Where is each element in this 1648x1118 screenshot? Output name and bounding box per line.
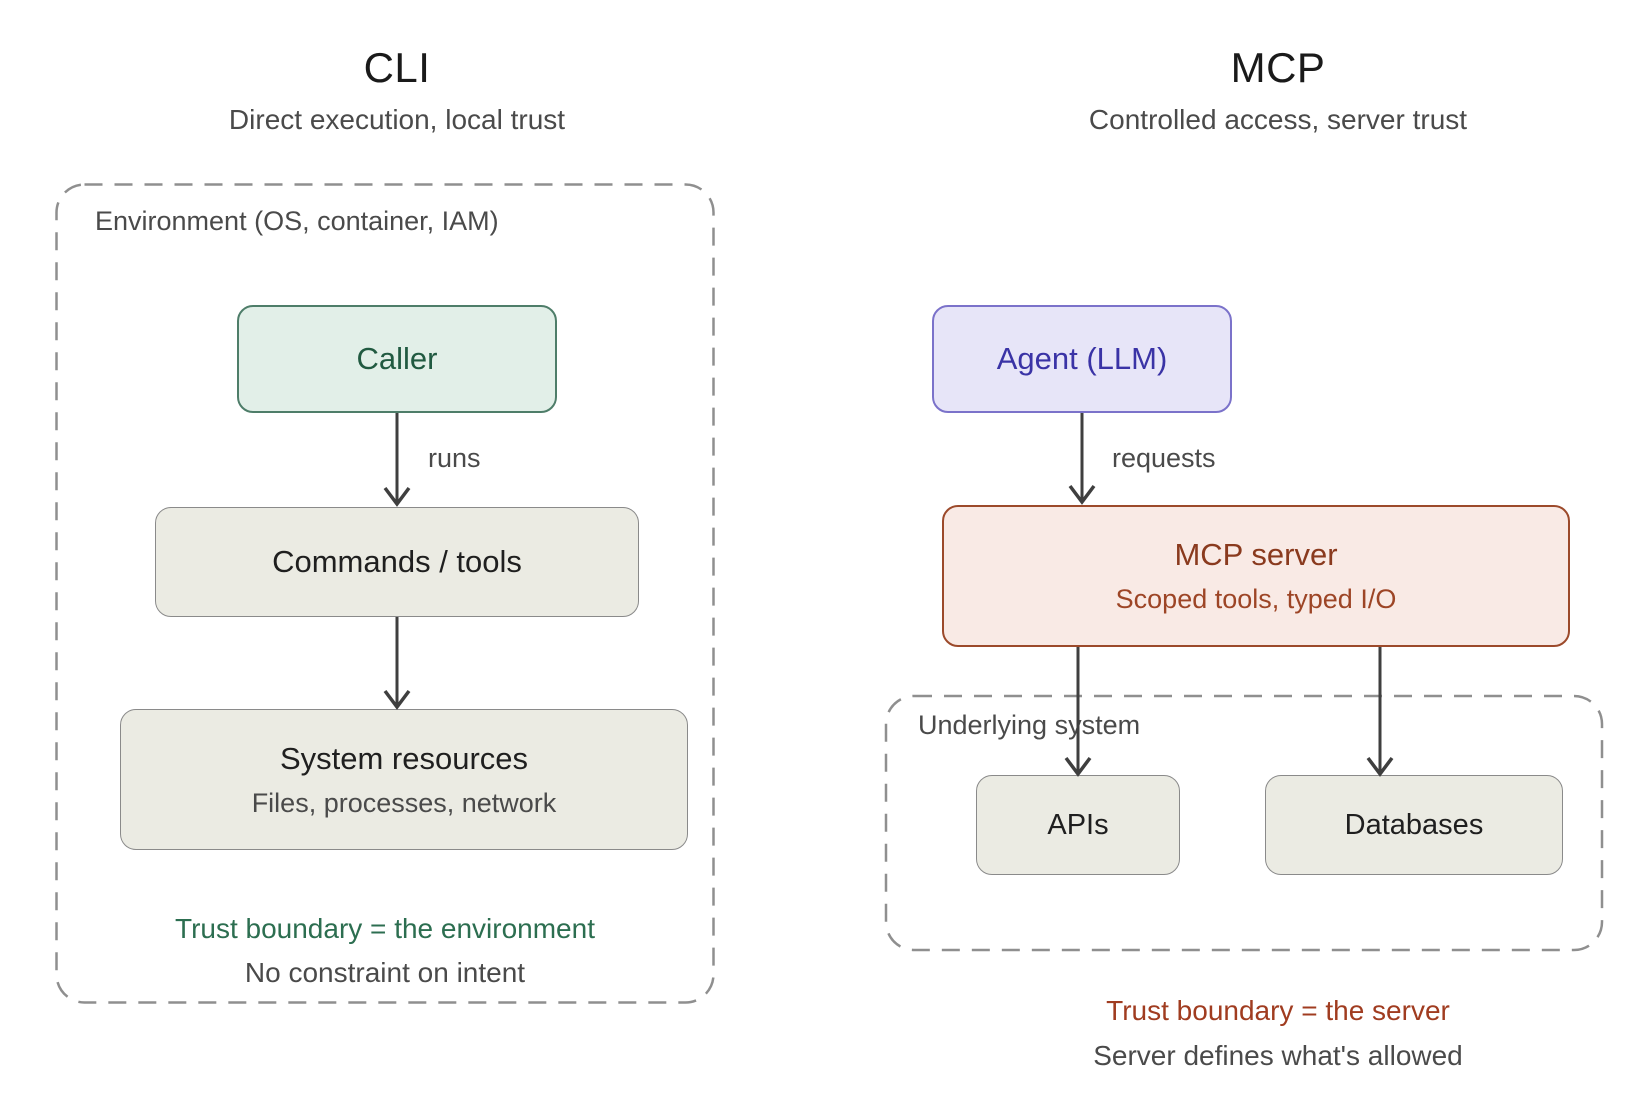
caller-node: Caller — [237, 305, 557, 413]
system-resources-node: System resources Files, processes, netwo… — [120, 709, 688, 850]
underlying-system-boundary-label: Underlying system — [918, 710, 1141, 740]
mcp-server-sublabel: Scoped tools, typed I/O — [1115, 584, 1397, 614]
mcp-trust-boundary-line: Trust boundary = the server — [1106, 995, 1450, 1026]
commands-to-resources-arrow — [383, 617, 411, 710]
mcp-note-line: Server defines what's allowed — [1093, 1040, 1463, 1071]
cli-subtitle: Direct execution, local trust — [228, 104, 566, 135]
agent-llm-node: Agent (LLM) — [932, 305, 1232, 413]
caller-label: Caller — [356, 341, 438, 376]
commands-tools-node: Commands / tools — [155, 507, 639, 617]
mcp-server-label: MCP server — [1174, 537, 1338, 572]
system-resources-label: System resources — [279, 740, 529, 776]
runs-arrow — [383, 413, 411, 507]
mcp-server-node: MCP server Scoped tools, typed I/O — [942, 505, 1570, 647]
server-to-databases-arrow — [1366, 647, 1394, 777]
agent-llm-label: Agent (LLM) — [996, 341, 1168, 376]
system-resources-sublabel: Files, processes, network — [251, 787, 557, 818]
mcp-title: MCP — [1230, 44, 1326, 91]
apis-label: APIs — [1047, 808, 1109, 841]
cli-trust-boundary-line: Trust boundary = the environment — [175, 913, 595, 944]
apis-node: APIs — [976, 775, 1180, 875]
databases-node: Databases — [1265, 775, 1563, 875]
runs-edge-label: runs — [428, 443, 481, 473]
databases-label: Databases — [1344, 808, 1484, 841]
mcp-subtitle: Controlled access, server trust — [1088, 104, 1468, 135]
cli-title: CLI — [363, 44, 431, 91]
requests-arrow — [1068, 413, 1096, 505]
cli-note-line: No constraint on intent — [244, 957, 526, 988]
environment-boundary-label: Environment (OS, container, IAM) — [95, 206, 499, 236]
requests-edge-label: requests — [1112, 443, 1216, 473]
commands-tools-label: Commands / tools — [272, 544, 522, 579]
